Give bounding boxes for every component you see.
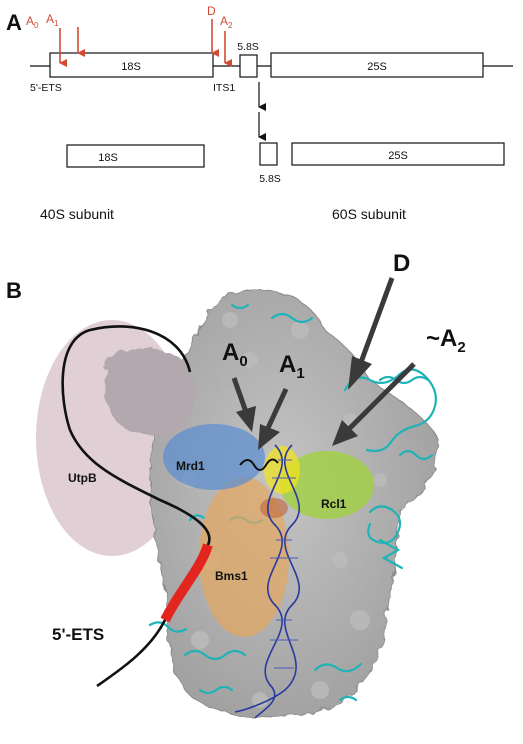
pre-25s-label: 25S <box>367 61 387 73</box>
panel-a: A 18S 5.8S 25S 5'-ETS ITS1 A0 A1 D A2 <box>6 4 513 222</box>
label-40s-subunit: 40S subunit <box>40 206 114 222</box>
cleavage-arrow-a1: A1 <box>46 12 85 57</box>
label-its1: ITS1 <box>213 82 235 94</box>
arrow-d <box>348 277 395 390</box>
product-58s-box <box>259 142 278 166</box>
product-25s-box <box>291 142 505 166</box>
product-58s-label: 5.8S <box>259 173 281 185</box>
panel-b: B <box>6 250 466 719</box>
orange-contact-blob <box>260 498 288 518</box>
site-a2-label: ~A2 <box>426 325 466 356</box>
ets-red-segment <box>160 543 213 623</box>
cleavage-a1-label: A1 <box>46 12 59 28</box>
panel-a-letter: A <box>6 10 22 35</box>
pre-58s-box <box>239 54 258 78</box>
site-a1-label: A1 <box>279 351 305 382</box>
arrow-a1 <box>258 387 289 450</box>
rcl1-label: Rcl1 <box>321 497 347 511</box>
product-18s-box <box>66 144 205 168</box>
product-18s-label: 18S <box>98 152 118 164</box>
site-d-label: D <box>393 250 410 277</box>
utpb-label: UtpB <box>68 471 97 485</box>
mrd1-blob <box>163 424 265 490</box>
a0-a1-backbone <box>239 458 279 471</box>
pre-18s-label: 18S <box>121 61 141 73</box>
cleavage-d-label: D <box>207 4 216 18</box>
bms1-blob <box>199 477 289 637</box>
label-5ets: 5'-ETS <box>30 82 62 94</box>
cleavage-arrow-a0: A0 <box>26 14 67 67</box>
protein-cartoons <box>148 303 437 702</box>
cleavage-a2-label: A2 <box>220 14 233 30</box>
arrow-a0 <box>231 377 256 432</box>
site-a0-label: A0 <box>222 339 248 370</box>
pre-18s-box <box>49 52 214 78</box>
cleavage-arrow-a2: A2 <box>220 14 233 67</box>
pre-58s-label: 5.8S <box>237 41 259 53</box>
bms1-label: Bms1 <box>215 569 248 583</box>
mrd1-label: Mrd1 <box>176 459 205 473</box>
label-60s-subunit: 60S subunit <box>332 206 406 222</box>
cleavage-arrow-d: D <box>207 4 219 57</box>
product-25s-label: 25S <box>388 150 408 162</box>
cleavage-a0-label: A0 <box>26 14 39 30</box>
rna-helix <box>234 444 300 719</box>
pre-25s-box <box>270 52 484 78</box>
arrow-a2 <box>332 362 416 446</box>
yellow-site-blob <box>264 446 300 494</box>
rcl1-blob <box>280 451 374 519</box>
ets-label: 5'-ETS <box>52 625 104 644</box>
panel-b-letter: B <box>6 278 22 303</box>
